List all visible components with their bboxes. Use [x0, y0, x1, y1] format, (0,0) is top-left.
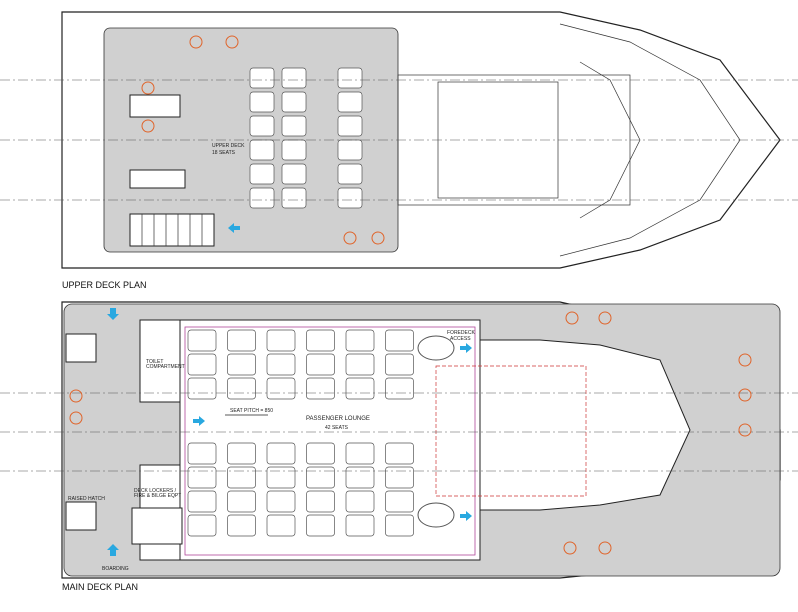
seat — [266, 514, 296, 537]
hatch — [129, 94, 181, 118]
seat — [385, 514, 414, 537]
seat — [281, 67, 307, 89]
seat — [187, 490, 217, 513]
seat — [345, 377, 375, 400]
seat — [227, 442, 256, 465]
seat — [281, 187, 307, 209]
seat — [227, 329, 256, 352]
seat — [281, 163, 307, 185]
person-icon — [69, 311, 752, 555]
main-deck: SEAT PITCH = 850 PASSENGER LOUNGE 42 SEA… — [0, 301, 798, 592]
lounge-label: PASSENGER LOUNGE — [306, 416, 370, 422]
arrow-icon — [193, 416, 205, 426]
seat — [281, 115, 307, 137]
seat — [306, 514, 335, 537]
seat — [345, 466, 375, 489]
upper-deck-label: UPPER DECK — [212, 143, 245, 149]
raised-hatch — [65, 501, 97, 531]
seat — [227, 514, 256, 537]
seat — [249, 91, 275, 113]
upper-seats — [249, 67, 363, 209]
seat — [249, 139, 275, 161]
seat — [266, 329, 296, 352]
seat — [227, 353, 256, 376]
arrow-icon — [107, 544, 119, 556]
seat — [266, 490, 296, 513]
seat — [345, 514, 375, 537]
seat — [249, 67, 275, 89]
seat — [385, 466, 414, 489]
seat — [385, 377, 414, 400]
seat — [306, 442, 335, 465]
seat — [337, 187, 363, 209]
seat — [227, 490, 256, 513]
seat — [345, 442, 375, 465]
seat — [187, 442, 217, 465]
toilet-label: TOILET — [146, 359, 163, 365]
arrow-icon — [228, 223, 240, 233]
toilet-label: COMPARTMENT — [146, 364, 185, 370]
foredeck-label: FOREDECK — [447, 330, 475, 336]
seat — [345, 490, 375, 513]
seat — [385, 442, 414, 465]
seat — [249, 187, 275, 209]
foredeck-hatch — [417, 335, 455, 361]
seat — [385, 490, 414, 513]
seat — [337, 139, 363, 161]
raised-hatch — [65, 333, 97, 363]
seat — [337, 91, 363, 113]
locker-label: FIRE & BILGE EQPT — [134, 493, 181, 499]
main-seats — [187, 329, 414, 537]
person-icon — [141, 35, 385, 245]
hatch-label: RAISED HATCH — [68, 496, 105, 502]
seat — [306, 329, 335, 352]
arrow-icon — [460, 511, 472, 521]
locker-label: DECK LOCKERS / — [134, 488, 177, 494]
seat — [249, 163, 275, 185]
seat — [187, 466, 217, 489]
upper-deck-title: UPPER DECK PLAN — [62, 280, 147, 290]
seat — [306, 377, 335, 400]
seat — [187, 353, 217, 376]
seat — [385, 353, 414, 376]
hatch — [129, 169, 186, 189]
seat — [306, 353, 335, 376]
upper-seats-label: 18 SEATS — [212, 150, 236, 156]
seat — [337, 67, 363, 89]
seat — [345, 329, 375, 352]
upper-deck: UPPER DECK 18 SEATS UPPER DECK PLAN — [0, 11, 798, 290]
toilet-compartment — [139, 319, 181, 403]
seat — [306, 490, 335, 513]
seat — [249, 115, 275, 137]
seat — [306, 466, 335, 489]
seat — [187, 377, 217, 400]
seat — [266, 353, 296, 376]
seat — [281, 91, 307, 113]
seat — [337, 163, 363, 185]
stairs — [131, 507, 183, 545]
seat — [187, 514, 217, 537]
stairs — [129, 213, 215, 247]
seat — [385, 329, 414, 352]
arrow-icon — [107, 308, 119, 320]
wheelhouse — [479, 339, 691, 511]
seat — [281, 139, 307, 161]
seat — [345, 353, 375, 376]
foredeck-label: ACCESS — [450, 336, 471, 342]
main-deck-title: MAIN DECK PLAN — [62, 582, 138, 592]
foredeck-hatch — [417, 502, 455, 528]
seat — [337, 115, 363, 137]
seat — [266, 377, 296, 400]
seat — [227, 377, 256, 400]
arrow-icon — [460, 343, 472, 353]
seat — [187, 329, 217, 352]
seat-pitch-label: SEAT PITCH = 850 — [230, 408, 273, 414]
seat — [266, 442, 296, 465]
seat — [227, 466, 256, 489]
main-seats-label: 42 SEATS — [325, 425, 349, 431]
seat — [266, 466, 296, 489]
boarding-label: BOARDING — [102, 566, 129, 572]
